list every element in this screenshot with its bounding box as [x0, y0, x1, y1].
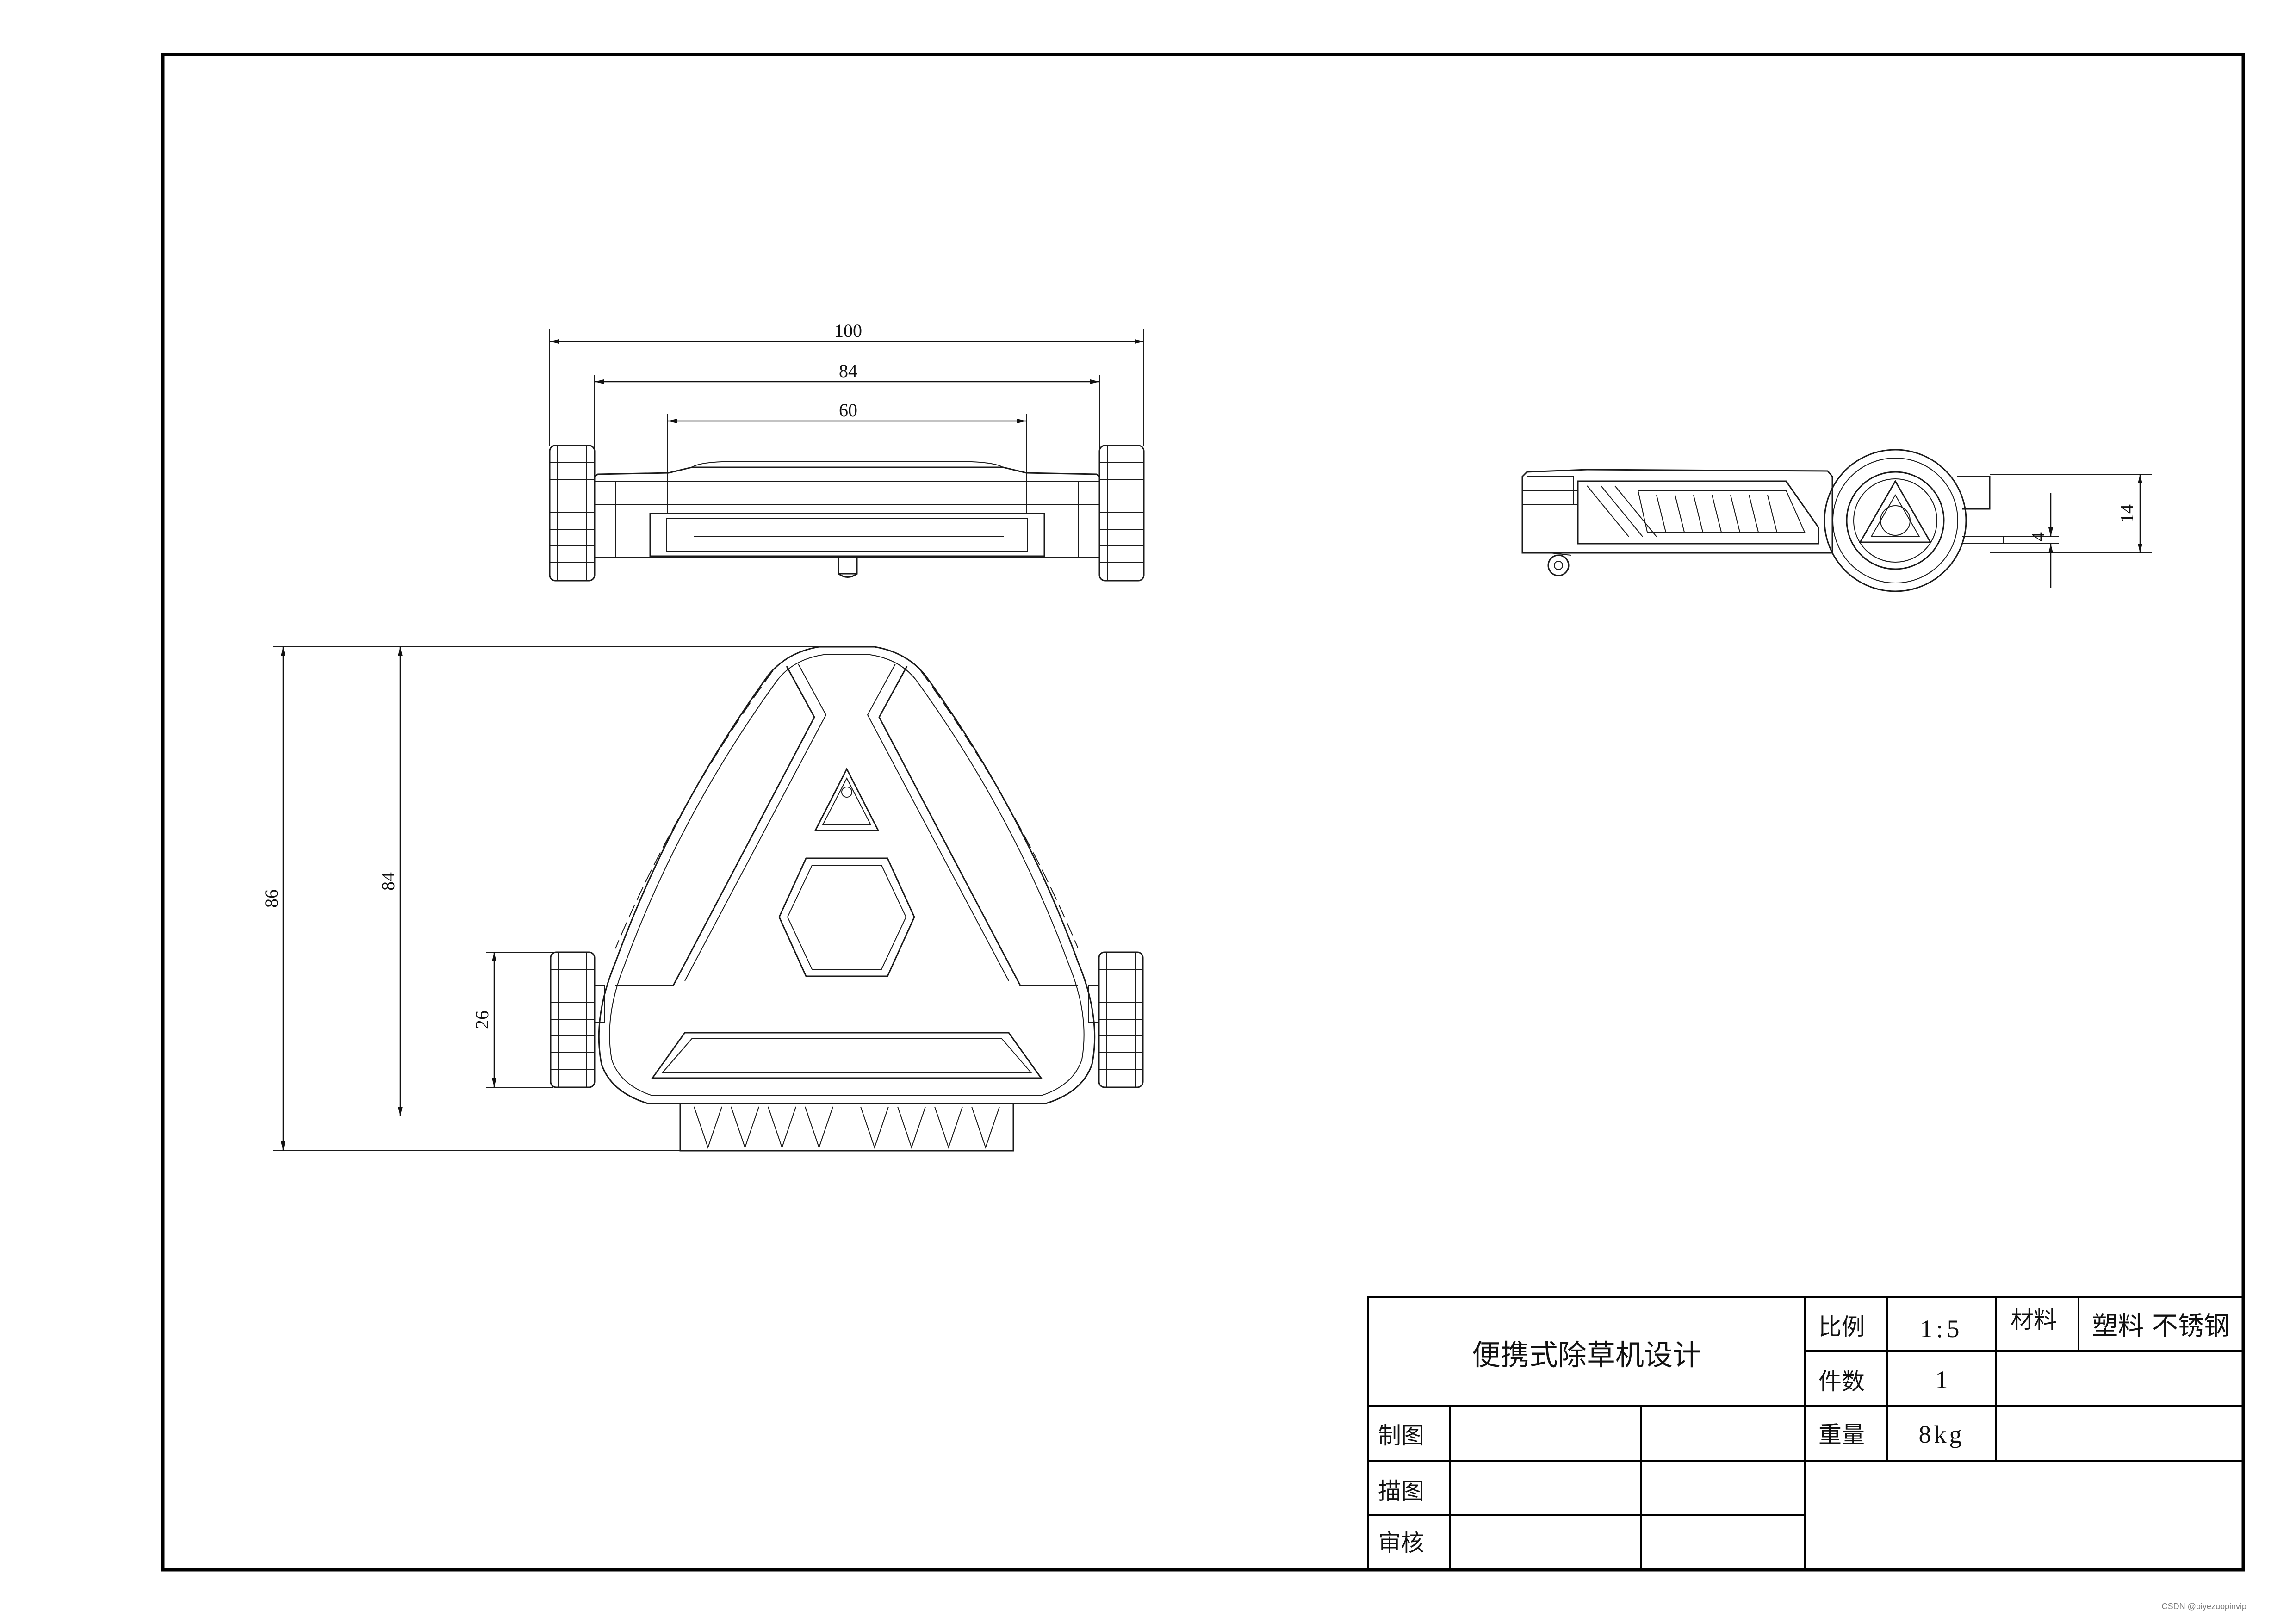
dim-label-84-side: 84 [378, 872, 398, 891]
material-value: 塑料 不锈钢 [2092, 1311, 2230, 1341]
dimension-height-total: 14 [1990, 474, 2152, 553]
checked-by-label: 审核 [1378, 1530, 1424, 1556]
top-view: 100 84 60 [549, 320, 1145, 582]
top-right-wheel [1098, 445, 1145, 582]
dim-label-26: 26 [472, 1010, 492, 1029]
weight-label: 重量 [1818, 1421, 1865, 1448]
watermark: CSDN @biyezuopinvip [2162, 1602, 2246, 1611]
front-view: 86 84 26 [261, 646, 1144, 1152]
side-body [1521, 469, 1833, 554]
side-caster [1547, 552, 1571, 576]
dimension-wheel-diameter: 26 [472, 952, 553, 1088]
weight-value: 8kg [1919, 1420, 1965, 1448]
drawing-frame [161, 53, 2245, 1572]
drawn-by-label: 制图 [1378, 1422, 1424, 1449]
triangular-body [594, 646, 1099, 1104]
dimension-ground-clearance: 4 [1990, 493, 2059, 588]
front-left-wheel [550, 951, 596, 1088]
blade-comb [679, 1103, 1014, 1152]
front-right-wheel [1098, 951, 1144, 1088]
side-view: 14 4 [1521, 449, 2152, 592]
top-left-wheel [549, 445, 596, 582]
dim-label-60: 60 [839, 400, 857, 421]
count-value: 1 [1936, 1366, 1948, 1394]
drawing-title: 便携式除草机设计 [1472, 1338, 1701, 1372]
side-rear-flap [1957, 476, 2004, 544]
count-label: 件数 [1818, 1368, 1865, 1395]
dimension-width-overall: 100 [549, 320, 1144, 446]
dimension-height-body: 84 [378, 647, 676, 1116]
dimension-height-overall: 86 [261, 646, 819, 1151]
traced-by-label: 描图 [1378, 1478, 1424, 1505]
scale-label: 比例 [1818, 1314, 1865, 1340]
dim-label-86: 86 [261, 889, 282, 908]
top-body [594, 461, 1100, 578]
material-label: 材料 [2011, 1307, 2057, 1333]
dim-label-100: 100 [834, 320, 862, 341]
dim-label-84-top: 84 [839, 360, 857, 381]
scale-value: 1:5 [1920, 1315, 1963, 1343]
dimension-width-opening: 60 [667, 400, 1027, 514]
side-wheel [1824, 449, 1967, 592]
dim-label-14: 14 [2116, 504, 2137, 523]
dim-label-4: 4 [2028, 532, 2048, 541]
title-block: 便携式除草机设计 比例 1:5 材料 塑料 不锈钢 件数 1 重量 8kg 制图… [1367, 1296, 2244, 1571]
